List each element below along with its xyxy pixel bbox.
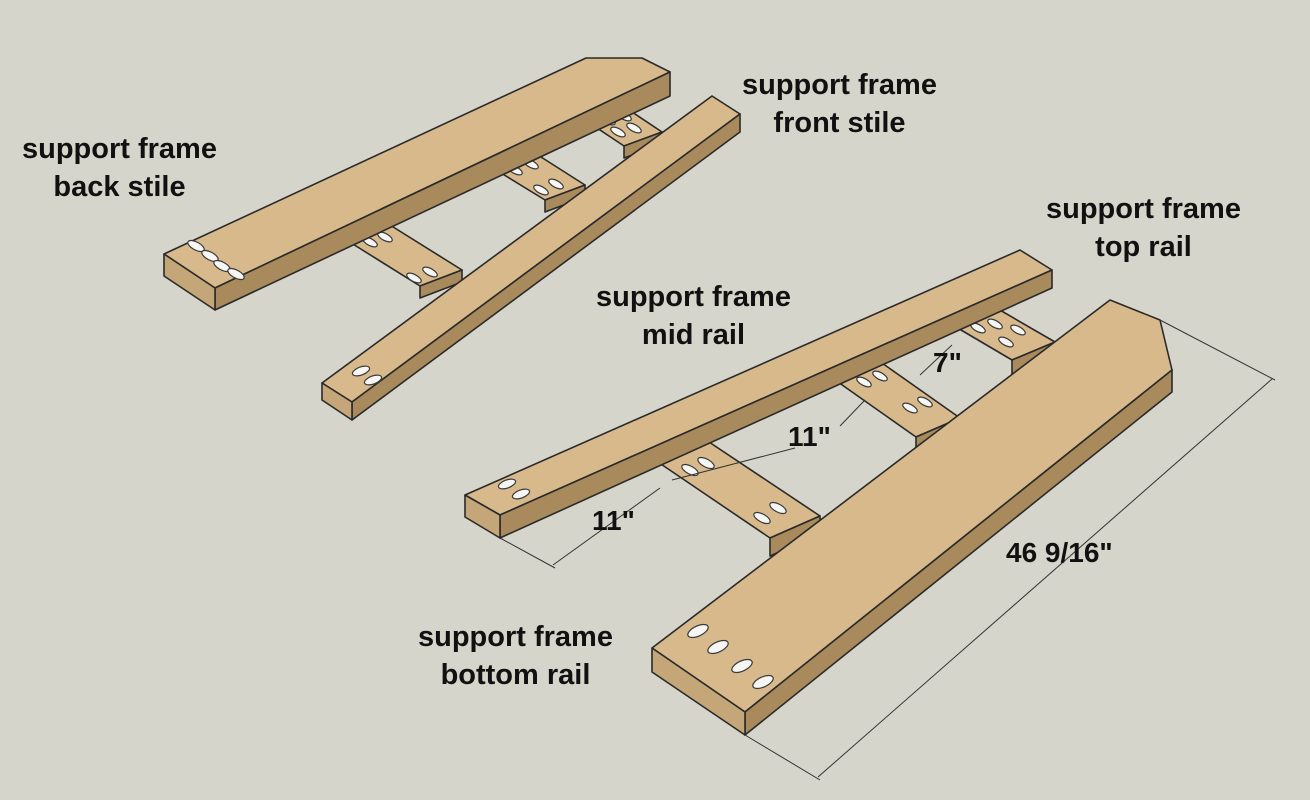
- right-rail-1: [651, 435, 821, 557]
- bottom-rail: [651, 299, 1173, 736]
- dim-spacing-1: 11": [592, 505, 635, 536]
- label-bottom-rail-line2: bottom rail: [440, 659, 591, 691]
- label-top-rail: support frame top rail: [1046, 190, 1241, 266]
- label-front-stile-line1: support frame: [742, 69, 937, 101]
- label-back-stile: support frame back stile: [22, 130, 217, 206]
- back-stile: [163, 57, 671, 311]
- label-bottom-rail-line1: support frame: [418, 621, 613, 653]
- label-front-stile-line2: front stile: [773, 107, 906, 139]
- label-mid-rail: support frame mid rail: [596, 278, 791, 354]
- left-assembly: [163, 57, 741, 421]
- label-back-stile-line1: support frame: [22, 133, 217, 165]
- dim-spacing-2: 11": [788, 421, 831, 452]
- label-top-rail-line2: top rail: [1095, 231, 1192, 263]
- label-mid-rail-line1: support frame: [596, 281, 791, 313]
- dim-spacing-3: 7": [933, 347, 962, 378]
- label-mid-rail-line2: mid rail: [641, 319, 746, 351]
- front-stile: [321, 95, 741, 421]
- right-assembly: [464, 249, 1276, 781]
- label-front-stile: support frame front stile: [742, 66, 937, 142]
- top-rail: [464, 249, 1053, 539]
- label-bottom-rail: support frame bottom rail: [418, 618, 613, 694]
- dimension-lines: [499, 319, 1276, 781]
- label-top-rail-line1: support frame: [1046, 193, 1241, 225]
- dim-length: 46 9/16": [1006, 537, 1113, 568]
- label-back-stile-line2: back stile: [53, 171, 186, 203]
